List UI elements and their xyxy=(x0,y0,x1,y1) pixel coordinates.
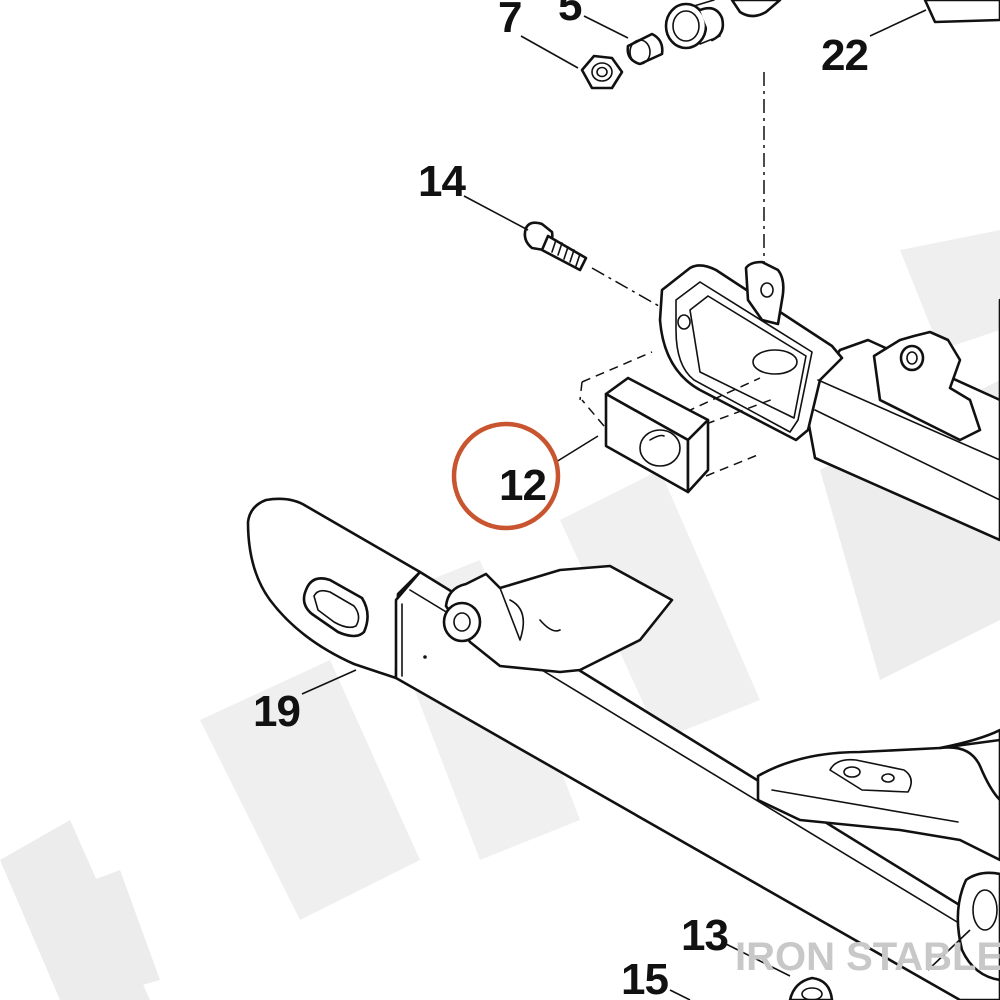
part-19-swingarm xyxy=(246,497,1000,1000)
part-22-frame-member xyxy=(923,0,1000,24)
callout-15: 15 xyxy=(621,955,668,1000)
leader-lines xyxy=(301,9,971,1000)
part-rear-housing xyxy=(658,260,1000,542)
part-14-bolt xyxy=(523,221,588,272)
part-upper-bracket xyxy=(730,0,782,18)
callout-22: 22 xyxy=(821,31,868,80)
callout-7: 7 xyxy=(498,0,521,42)
callout-19: 19 xyxy=(253,687,300,736)
part-7-nut xyxy=(580,54,624,90)
part-seal-ring xyxy=(664,0,725,50)
part-12-block xyxy=(579,351,777,494)
callout-5: 5 xyxy=(558,0,582,30)
callout-13: 13 xyxy=(681,911,728,960)
highlight-circle xyxy=(451,421,561,531)
part-13-15-hardware xyxy=(788,976,834,1000)
callout-12: 12 xyxy=(499,461,546,510)
watermark-text: IRON STABLE xyxy=(735,935,1000,979)
callout-14: 14 xyxy=(418,157,466,206)
part-lower-crossmember xyxy=(756,728,1000,982)
part-5-bushing xyxy=(626,32,664,66)
